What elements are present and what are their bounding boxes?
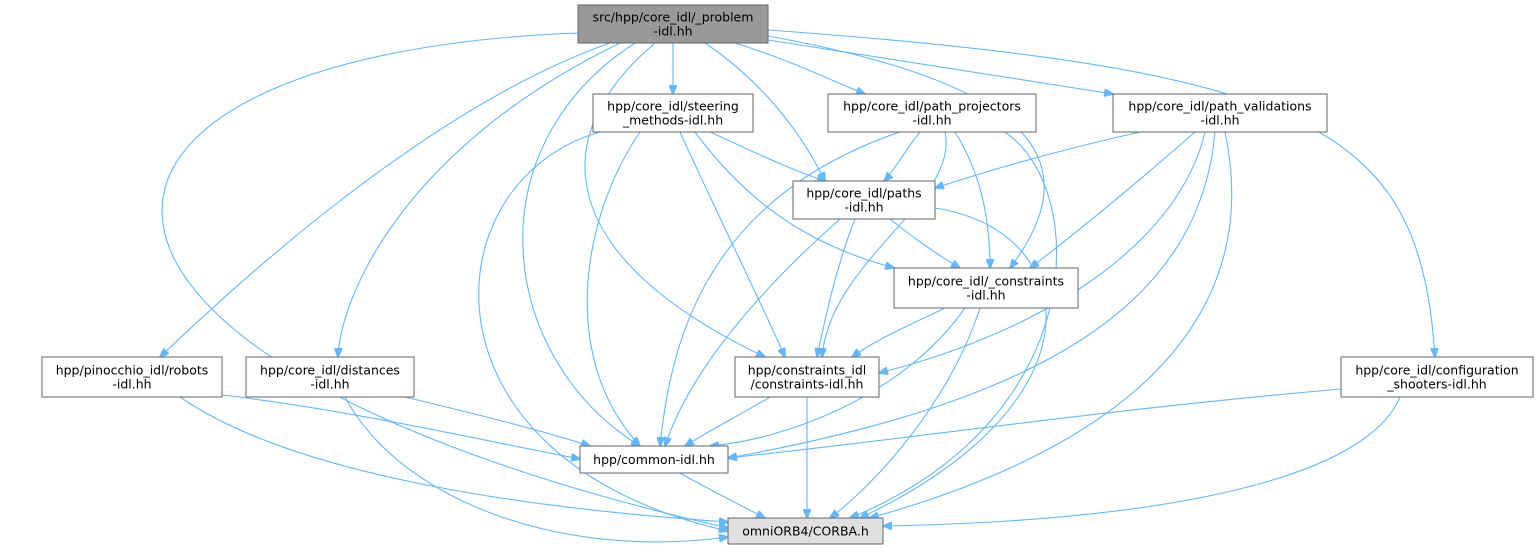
edge-problem-to-constraints xyxy=(584,42,765,357)
edge-configuration-to-corba xyxy=(883,396,1401,526)
edge-problem-to-robots xyxy=(160,42,611,357)
edge-projectors-to-constraints xyxy=(822,131,947,357)
node-configuration[interactable]: hpp/core_idl/configuration_shooters-idl.… xyxy=(1340,356,1534,398)
nodes-layer: src/hpp/core_idl/_problem-idl.hhhpp/core… xyxy=(41,4,1534,545)
node-common[interactable]: hpp/common-idl.hh xyxy=(579,445,729,474)
node-label-steering: hpp/core_idl/steering xyxy=(607,99,739,114)
node-distances[interactable]: hpp/core_idl/distances-idl.hh xyxy=(245,356,415,398)
node-robots[interactable]: hpp/pinocchio_idl/robots-idl.hh xyxy=(41,356,223,398)
edge-common-to-corba xyxy=(679,472,765,518)
node-box-problem xyxy=(577,4,769,44)
node-label-distances: -idl.hh xyxy=(310,377,349,392)
edge-paths-to-constraints xyxy=(817,218,856,357)
node-corba[interactable]: omniORB4/CORBA.h xyxy=(727,517,884,545)
node-label-constraints: hpp/constraints_idl xyxy=(748,363,867,378)
edge-paths-to-corba xyxy=(860,207,1047,518)
edge-steering-to-corba xyxy=(478,131,728,531)
node-coreconstraints[interactable]: hpp/core_idl/_constraints-idl.hh xyxy=(893,267,1079,309)
node-box-common xyxy=(579,445,729,474)
node-label-validations: hpp/core_idl/path_validations xyxy=(1128,99,1311,114)
node-label-steering: _methods-idl.hh xyxy=(622,113,723,128)
node-box-validations xyxy=(1112,93,1328,133)
edge-projectors-to-common xyxy=(660,131,901,446)
edge-validations-to-coreconstraints xyxy=(1030,131,1196,268)
edge-distances-to-corba xyxy=(344,396,728,543)
edge-steering-to-constraints xyxy=(679,131,785,357)
node-label-robots: hpp/pinocchio_idl/robots xyxy=(56,363,209,378)
edge-configuration-to-common xyxy=(728,388,1342,458)
edge-projectors-to-corba xyxy=(850,131,1058,518)
node-validations[interactable]: hpp/core_idl/path_validations-idl.hh xyxy=(1112,93,1328,133)
edge-validations-to-common xyxy=(728,131,1216,458)
node-label-robots: -idl.hh xyxy=(112,377,151,392)
node-box-coreconstraints xyxy=(893,267,1079,309)
edge-paths-to-common xyxy=(665,218,841,446)
node-box-paths xyxy=(792,180,936,220)
edge-steering-to-common xyxy=(586,131,640,446)
edge-projectors-to-paths xyxy=(884,131,921,181)
node-box-robots xyxy=(41,356,223,398)
edge-validations-to-constraints xyxy=(879,131,1206,373)
node-label-problem: src/hpp/core_idl/_problem xyxy=(593,10,754,25)
edge-problem-to-projectors xyxy=(734,42,865,94)
node-label-configuration: _shooters-idl.hh xyxy=(1386,377,1486,392)
node-label-paths: -idl.hh xyxy=(844,200,883,215)
edge-problem-to-distances xyxy=(338,42,621,357)
edge-problem-to-validations xyxy=(767,39,1113,94)
edge-paths-to-coreconstraints xyxy=(889,218,960,268)
edge-steering-to-paths xyxy=(709,131,826,181)
node-box-steering xyxy=(592,93,754,133)
edge-coreconstraints-to-corba xyxy=(830,307,981,518)
node-label-corba: omniORB4/CORBA.h xyxy=(742,524,869,539)
edge-coreconstraints-to-constraints xyxy=(852,307,946,357)
node-label-projectors: -idl.hh xyxy=(912,113,951,128)
node-label-paths: hpp/core_idl/paths xyxy=(806,186,921,201)
node-steering[interactable]: hpp/core_idl/steering_methods-idl.hh xyxy=(592,93,754,133)
node-paths[interactable]: hpp/core_idl/paths-idl.hh xyxy=(792,180,936,220)
edge-constraints-to-common xyxy=(685,396,771,446)
node-constraints[interactable]: hpp/constraints_idl/constraints-idl.hh xyxy=(734,356,880,398)
node-problem[interactable]: src/hpp/core_idl/_problem-idl.hh xyxy=(577,4,769,44)
node-label-coreconstraints: hpp/core_idl/_constraints xyxy=(908,274,1064,289)
edge-distances-to-common xyxy=(404,396,590,446)
edge-robots-to-corba xyxy=(179,396,728,522)
node-label-problem: -idl.hh xyxy=(653,24,692,39)
edge-validations-to-paths xyxy=(935,131,1141,188)
edge-problem-to-corba xyxy=(161,32,728,528)
edge-problem-to-common xyxy=(522,42,640,446)
edge-coreconstraints-to-common xyxy=(710,307,966,446)
node-label-coreconstraints: -idl.hh xyxy=(966,288,1005,303)
node-box-constraints xyxy=(734,356,880,398)
edge-projectors-to-coreconstraints xyxy=(954,131,990,268)
node-label-validations: -idl.hh xyxy=(1200,113,1239,128)
node-label-constraints: /constraints-idl.hh xyxy=(751,377,864,392)
edges-layer xyxy=(160,29,1435,543)
node-label-projectors: hpp/core_idl/path_projectors xyxy=(843,99,1021,114)
node-box-distances xyxy=(245,356,415,398)
node-projectors[interactable]: hpp/core_idl/path_projectors-idl.hh xyxy=(827,93,1037,133)
node-box-configuration xyxy=(1340,356,1534,398)
node-box-corba xyxy=(727,517,884,545)
node-label-configuration: hpp/core_idl/configuration xyxy=(1355,363,1518,378)
node-label-common: hpp/common-idl.hh xyxy=(593,452,715,467)
node-label-distances: hpp/core_idl/distances xyxy=(260,363,400,378)
edge-validations-to-corba xyxy=(870,131,1233,518)
edge-robots-to-common xyxy=(221,394,580,459)
node-box-projectors xyxy=(827,93,1037,133)
edge-problem-to-paths xyxy=(704,42,825,181)
